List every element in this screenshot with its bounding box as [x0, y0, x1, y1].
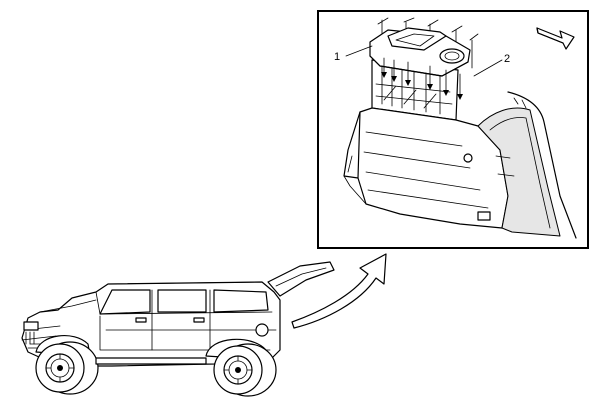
detail-inset: 1 2: [317, 10, 589, 249]
curved-pointer-arrow-icon: [291, 253, 387, 329]
open-liftgate: [267, 261, 335, 297]
callout-2-leader: [473, 59, 503, 77]
callout-1-leader: [345, 45, 373, 57]
callout-1-label: 1: [334, 51, 340, 63]
callout-2-label: 2: [504, 53, 510, 65]
fastener-clips: [381, 57, 463, 100]
front-wheel: [35, 341, 99, 395]
rear-wheel: [213, 343, 277, 397]
suv-vehicle-illustration: [21, 261, 335, 397]
cargo-console-cupholder: [369, 27, 471, 77]
view-direction-arrow-icon: [536, 27, 575, 50]
